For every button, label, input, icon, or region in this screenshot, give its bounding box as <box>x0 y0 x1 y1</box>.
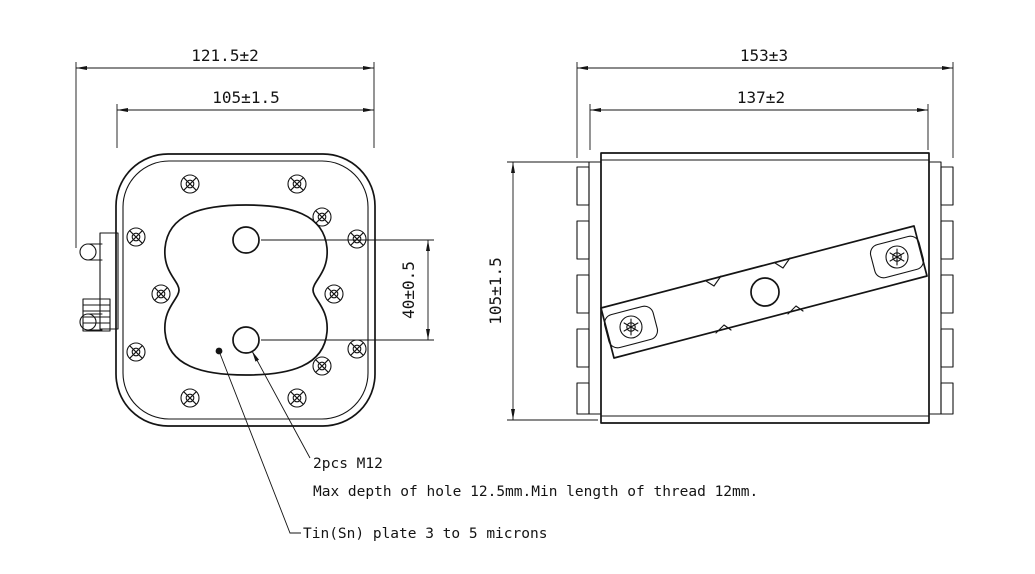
screw-hole <box>347 229 367 249</box>
latch-ribs <box>82 304 111 324</box>
plating-callout-text: Tin(Sn) plate 3 to 5 microns <box>303 526 547 542</box>
screw-hole <box>312 356 332 376</box>
side-dimensions: 153±3 137±2 105±1.5 <box>486 46 954 421</box>
front-screw-holes <box>126 174 367 408</box>
dim-front-body-width: 105±1.5 <box>116 88 374 148</box>
screw-hole <box>312 207 332 227</box>
screw-hole <box>287 388 307 408</box>
fin <box>576 382 590 415</box>
latch-pin-bottom-body <box>87 313 103 331</box>
left-terminal-fins <box>576 161 602 415</box>
strap-screw-left <box>619 315 643 339</box>
fin <box>940 328 954 368</box>
strap-right-clevis <box>869 235 925 279</box>
latch-pin-top-body <box>87 243 103 261</box>
fin <box>576 274 590 314</box>
strap-band <box>600 225 928 359</box>
callouts: 2pcs M12 Max depth of hole 12.5mm.Min le… <box>215 347 758 542</box>
m12-leader-line <box>251 350 311 459</box>
side-body-edge-lines <box>600 159 930 417</box>
fin <box>576 166 590 206</box>
dim-side-outer-width: 153±3 <box>576 46 954 158</box>
front-dimensions: 121.5±2 105±1.5 40±0.5 <box>75 46 434 341</box>
extension-lines <box>576 62 954 158</box>
mounting-strap <box>600 225 928 359</box>
screw-hole <box>324 284 344 304</box>
latch-pin-bottom <box>79 313 97 331</box>
dim-side-body-width: 137±2 <box>589 88 929 150</box>
extension-lines <box>589 104 929 150</box>
m12-callout-text: 2pcs M12 <box>313 456 383 472</box>
latch-pin-top <box>79 243 97 261</box>
latch-ribbed-block <box>82 298 111 332</box>
m12-hole-top <box>232 226 260 254</box>
strap-notches <box>705 257 804 334</box>
mounting-boss-outline <box>164 204 328 376</box>
strap-center-hole <box>750 277 780 307</box>
screw-hole <box>151 284 171 304</box>
dim-hole-spacing: 40±0.5 <box>261 239 434 341</box>
fin <box>576 328 590 368</box>
dim-front-body-width-value: 105±1.5 <box>212 88 279 107</box>
extension-lines <box>75 62 375 248</box>
latch-plate <box>99 232 119 330</box>
strap-screw-right <box>885 245 909 269</box>
strap-left-clevis <box>603 305 659 349</box>
fin <box>576 220 590 260</box>
front-view <box>79 153 376 427</box>
side-latch <box>79 232 119 332</box>
right-end-plate <box>928 161 942 415</box>
screw-hole <box>126 227 146 247</box>
dim-side-body-height: 105±1.5 <box>486 161 598 421</box>
screw-hole <box>126 342 146 362</box>
extension-lines <box>507 161 598 421</box>
right-terminal-fins <box>928 161 954 415</box>
screw-hole <box>180 174 200 194</box>
fin <box>940 220 954 260</box>
dim-front-outer-width-value: 121.5±2 <box>191 46 258 65</box>
m12-hole-bottom <box>232 326 260 354</box>
m12-detail-text: Max depth of hole 12.5mm.Min length of t… <box>313 484 758 500</box>
side-view <box>576 152 954 424</box>
dim-side-outer-width-value: 153±3 <box>740 46 788 65</box>
screw-hole <box>287 174 307 194</box>
fin <box>940 382 954 415</box>
plating-leader-line <box>218 350 301 534</box>
dim-hole-spacing-value: 40±0.5 <box>399 261 418 319</box>
screw-hole <box>347 339 367 359</box>
front-body-outline <box>115 153 376 427</box>
front-body-outer <box>115 153 376 427</box>
extension-lines <box>261 239 434 341</box>
dim-side-body-width-value: 137±2 <box>737 88 785 107</box>
fin <box>940 166 954 206</box>
dim-front-outer-width: 121.5±2 <box>75 46 375 248</box>
left-end-plate <box>588 161 602 415</box>
dim-side-body-height-value: 105±1.5 <box>486 257 505 324</box>
fin <box>940 274 954 314</box>
screw-hole <box>180 388 200 408</box>
